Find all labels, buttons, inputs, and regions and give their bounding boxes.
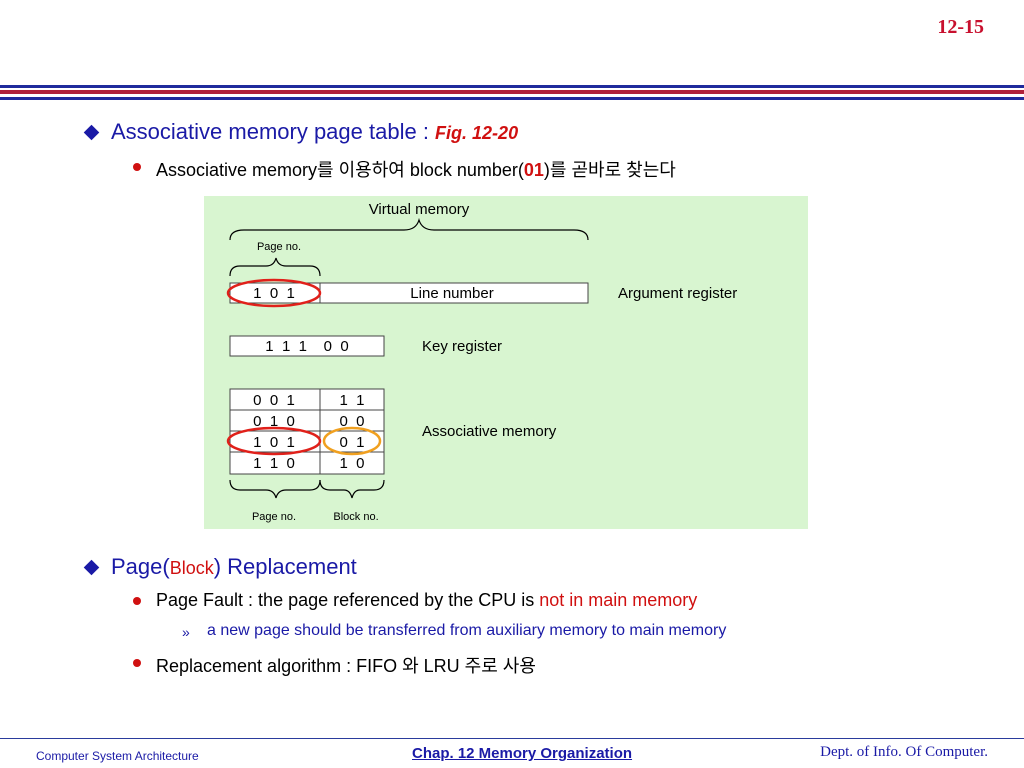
footer-department: Dept. of Info. Of Computer. — [820, 744, 988, 760]
raquo-bullet-icon: » — [182, 624, 190, 640]
bullet-text: Associative memory page table : — [111, 119, 436, 144]
diamond-bullet-icon — [83, 559, 100, 576]
bullet-text-pre: Page( — [111, 554, 170, 579]
block-no-label: Block no. — [333, 511, 378, 523]
row1-block: 1 1 — [339, 392, 364, 409]
associative-memory-label: Associative memory — [422, 423, 557, 440]
argument-highlight-circle — [226, 278, 322, 308]
bullet-page-replacement: Page(Block) Replacement — [111, 554, 357, 580]
bullet-text-post: )를 곧바로 찾는다 — [543, 160, 676, 180]
row2-page: 0 1 0 — [253, 413, 295, 430]
key-bits: 1 1 1 0 0 — [265, 338, 348, 355]
row4-page: 1 1 0 — [253, 455, 295, 472]
bullet-assoc-page-table: Associative memory page table : Fig. 12-… — [111, 119, 518, 145]
associative-memory-diagram: Virtual memory Page no. 1 0 1 Line numbe… — [204, 196, 808, 529]
page-no-bottom-brace — [229, 479, 321, 499]
argument-register-label: Argument register — [618, 285, 737, 302]
footer-chapter: Chap. 12 Memory Organization — [412, 745, 633, 762]
dot-bullet-icon — [133, 163, 141, 171]
virtual-memory-brace — [229, 217, 589, 241]
virtual-memory-label: Virtual memory — [369, 201, 470, 218]
bullet-text-pre: Associative memory를 이용하여 block number( — [156, 160, 524, 180]
key-register-label: Key register — [422, 338, 502, 355]
page-no-top-brace — [229, 257, 321, 277]
footer-course: Computer System Architecture — [36, 749, 199, 763]
header-rule-bottom — [0, 97, 1024, 100]
header-rule-middle — [0, 90, 1024, 94]
footer-rule — [0, 738, 1024, 739]
row3-block: 0 1 — [339, 434, 364, 451]
row3-page: 1 0 1 — [253, 434, 295, 451]
block-number-value: 01 — [523, 160, 544, 180]
page-number: 12-15 — [937, 16, 984, 38]
bullet-new-page: a new page should be transferred from au… — [207, 622, 727, 639]
row1-page: 0 0 1 — [253, 392, 295, 409]
bullet-text-post: ) Replacement — [213, 554, 357, 579]
figure-reference: Fig. 12-20 — [435, 123, 519, 143]
dot-bullet-icon — [133, 597, 141, 605]
row2-block: 0 0 — [339, 413, 364, 430]
header-rule-top — [0, 85, 1024, 88]
block-word: Block — [169, 558, 214, 578]
row4-block: 1 0 — [339, 455, 364, 472]
bullet-assoc-memory: Associative memory를 이용하여 block number(01… — [156, 156, 676, 182]
diamond-bullet-icon — [83, 124, 100, 141]
page-no-bottom-label: Page no. — [252, 511, 296, 523]
bullet-text-pre: Page Fault : the page referenced by the … — [156, 590, 540, 610]
page-no-top-label: Page no. — [257, 241, 301, 253]
block-no-brace — [319, 479, 385, 499]
match-block-circle — [322, 426, 382, 456]
highlight-text: not in main memory — [539, 590, 698, 610]
line-number-label: Line number — [410, 285, 493, 302]
key-register-box — [229, 335, 385, 357]
match-page-circle — [226, 426, 322, 456]
bullet-replacement-algorithm: Replacement algorithm : FIFO 와 LRU 주로 사용 — [156, 656, 536, 676]
argument-bits: 1 0 1 — [253, 285, 295, 302]
dot-bullet-icon — [133, 659, 141, 667]
bullet-page-fault: Page Fault : the page referenced by the … — [156, 590, 697, 611]
